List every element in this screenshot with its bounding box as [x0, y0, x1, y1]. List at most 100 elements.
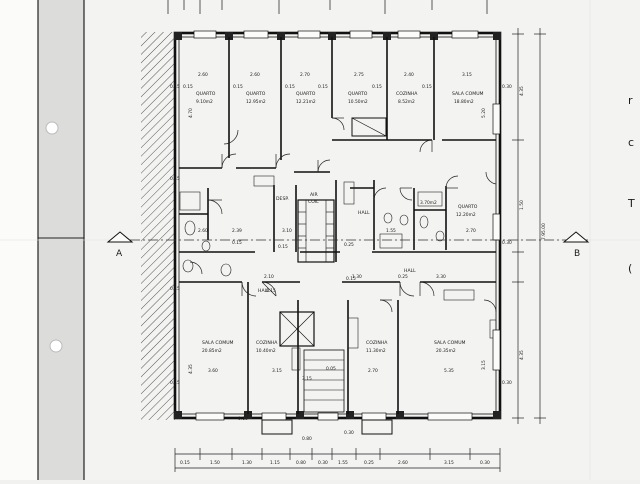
svg-text:1.15: 1.15 — [270, 460, 280, 466]
svg-text:0.05: 0.05 — [326, 366, 336, 372]
svg-text:0.15: 0.15 — [183, 84, 193, 90]
svg-text:0.10: 0.10 — [238, 416, 248, 422]
hatched-party-wall — [141, 32, 175, 420]
right-dimension-numbers: 4.35 1.50 4.35 7.95.00 4.70 5.20 3.15 4.… — [188, 86, 547, 374]
svg-text:0.30: 0.30 — [344, 430, 354, 436]
svg-text:0.15: 0.15 — [232, 240, 242, 246]
room-width: 2.70 — [466, 228, 476, 234]
room-width: 3.15 — [462, 72, 472, 78]
small-labels: HALL HALL HALL DESP. AIR COIL 3.70m2 — [258, 192, 437, 294]
room-labels: 2.60 QUARTO 9.10m2 2.60 QUARTO 12.95m2 2… — [196, 72, 484, 374]
room-width: 2.40 — [404, 72, 414, 78]
svg-text:0.15: 0.15 — [266, 288, 276, 294]
svg-text:0.15: 0.15 — [318, 84, 328, 90]
room-area: 12.95m2 — [246, 99, 266, 105]
dimension-numbers: 0.15 0.15 0.15 0.15 0.15 0.15 2.39 3.10 … — [170, 84, 512, 442]
room-area: 18.80m2 — [454, 99, 474, 105]
svg-text:3.15: 3.15 — [481, 360, 487, 370]
svg-text:0.30: 0.30 — [318, 460, 328, 466]
air-label: AIR — [310, 192, 318, 198]
room-name: COZINHA — [366, 340, 388, 346]
svg-text:0.30: 0.30 — [502, 84, 512, 90]
edge-glyph-4: ( — [628, 262, 632, 275]
room-area: 10.50m2 — [348, 99, 368, 105]
stair-core — [279, 117, 387, 413]
room-name: COZINHA — [396, 91, 418, 97]
svg-text:0.15: 0.15 — [170, 380, 180, 386]
room-width: 3.60 — [208, 368, 218, 374]
room-name: QUARTO — [348, 91, 368, 97]
room-name: SALA COMUM — [202, 340, 234, 346]
svg-text:1.30: 1.30 — [352, 274, 362, 280]
section-line — [106, 231, 590, 243]
svg-text:0.15: 0.15 — [170, 176, 180, 182]
svg-text:4.35: 4.35 — [188, 364, 194, 374]
room-name: QUARTO — [246, 91, 266, 97]
room-name: QUARTO — [296, 91, 316, 97]
desp-label: DESP. — [276, 196, 289, 202]
coil-label: COIL — [308, 199, 319, 205]
svg-text:0.80: 0.80 — [302, 436, 312, 442]
svg-text:3.10: 3.10 — [282, 228, 292, 234]
fixtures — [179, 175, 497, 371]
windows — [193, 30, 501, 421]
svg-text:0.25: 0.25 — [344, 242, 354, 248]
room-name: COZINHA — [256, 340, 278, 346]
edge-glyph-3: T — [627, 197, 635, 210]
hall-label: HALL — [404, 268, 416, 274]
entry-blocks — [261, 419, 393, 435]
svg-text:1.30: 1.30 — [242, 460, 252, 466]
svg-text:0.80: 0.80 — [296, 460, 306, 466]
edge-glyph-1: r — [628, 94, 633, 107]
room-area: 20.85m2 — [202, 348, 222, 354]
room-width: 2.60 — [198, 72, 208, 78]
room-width: 5.35 — [444, 368, 454, 374]
svg-text:0.30: 0.30 — [480, 460, 490, 466]
section-mark-b: B — [574, 249, 580, 259]
svg-text:4.35: 4.35 — [519, 86, 525, 96]
svg-text:1.55: 1.55 — [386, 228, 396, 234]
svg-text:0.15: 0.15 — [278, 244, 288, 250]
punch-hole-bottom — [49, 339, 63, 353]
svg-text:0.15: 0.15 — [170, 286, 180, 292]
right-dimension-lines — [512, 28, 546, 424]
svg-text:0.15: 0.15 — [346, 276, 356, 282]
room-name: QUARTO — [196, 91, 216, 97]
room-width: 2.75 — [354, 72, 364, 78]
room-width: 2.70 — [300, 72, 310, 78]
svg-text:0.15: 0.15 — [372, 84, 382, 90]
svg-text:3.15: 3.15 — [302, 376, 312, 382]
svg-text:1.50: 1.50 — [519, 200, 525, 210]
svg-text:0.15: 0.15 — [285, 84, 295, 90]
room-name: QUARTO — [458, 204, 478, 210]
room-area: 11.30m2 — [366, 348, 386, 354]
bottom-dimension-numbers: 0.15 1.50 1.30 1.15 0.80 0.30 1.55 0.25 … — [180, 460, 490, 466]
svg-text:3.15: 3.15 — [444, 460, 454, 466]
svg-text:0.30: 0.30 — [502, 240, 512, 246]
svg-text:4.70: 4.70 — [188, 108, 194, 118]
room-width: 2.70 — [368, 368, 378, 374]
svg-text:3.30: 3.30 — [436, 274, 446, 280]
svg-text:0.25: 0.25 — [398, 274, 408, 280]
room-area: 9.10m2 — [196, 99, 213, 105]
room-area: 12.21m2 — [296, 99, 316, 105]
svg-text:0.15: 0.15 — [233, 84, 243, 90]
section-mark-a: A — [116, 249, 123, 259]
svg-text:0.15: 0.15 — [422, 84, 432, 90]
svg-text:5.20: 5.20 — [481, 108, 487, 118]
svg-text:2.10: 2.10 — [264, 274, 274, 280]
total-height-label: 7.95.00 — [541, 223, 547, 240]
svg-text:0.15: 0.15 — [180, 460, 190, 466]
hall-label: HALL — [358, 210, 370, 216]
svg-text:0.25: 0.25 — [364, 460, 374, 466]
bath-area-label: 3.70m2 — [420, 200, 437, 206]
svg-text:0.15: 0.15 — [170, 84, 180, 90]
room-name: SALA COMUM — [434, 340, 466, 346]
svg-text:1.55: 1.55 — [338, 460, 348, 466]
top-ticks — [167, 0, 488, 14]
edge-glyph-2: c — [628, 136, 634, 149]
svg-text:4.35: 4.35 — [519, 350, 525, 360]
room-area: 8.52m2 — [398, 99, 415, 105]
